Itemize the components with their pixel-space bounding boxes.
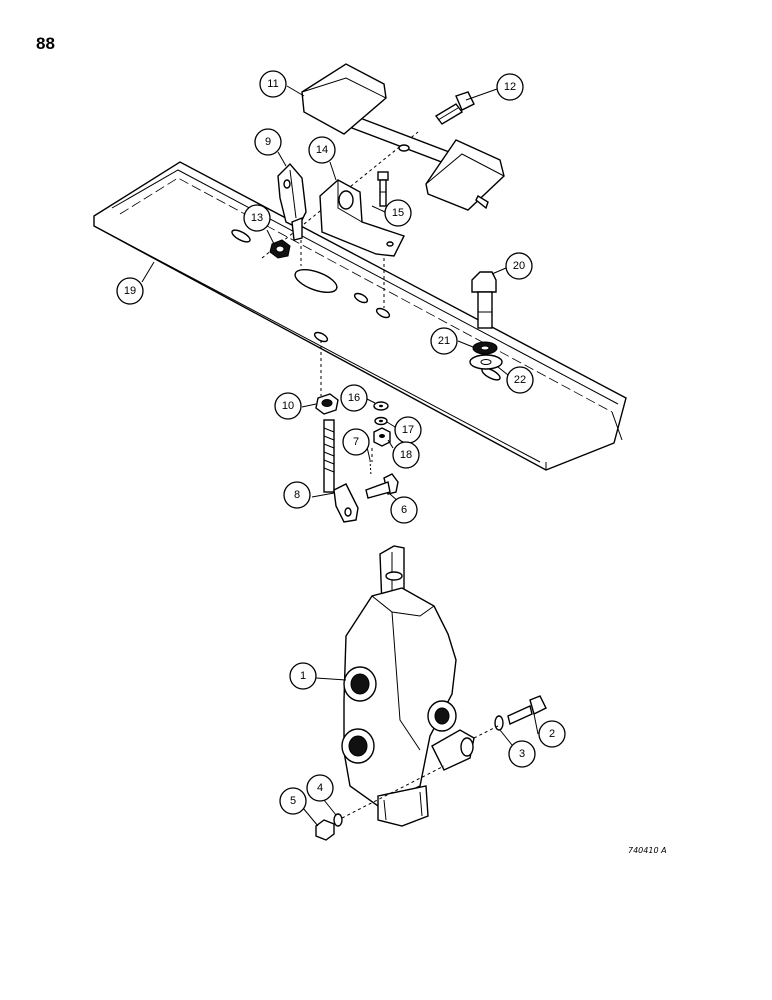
bolt-2	[507, 695, 547, 725]
callout-20: 20	[505, 252, 533, 280]
callout-21: 21	[430, 327, 458, 355]
clevis-9	[277, 162, 307, 241]
page-number: 88	[36, 34, 55, 53]
callout-2: 2	[538, 720, 566, 748]
svg-text:19: 19	[124, 285, 136, 297]
svg-text:21: 21	[438, 335, 450, 347]
callout-22: 22	[506, 366, 534, 394]
nut-5	[315, 819, 335, 841]
callout-12: 12	[496, 73, 524, 101]
svg-text:18: 18	[400, 449, 412, 461]
callout-9: 9	[254, 128, 282, 156]
svg-text:2: 2	[549, 728, 555, 740]
svg-text:1: 1	[300, 670, 306, 682]
svg-text:5: 5	[290, 795, 296, 807]
svg-text:11: 11	[267, 78, 278, 90]
svg-text:22: 22	[514, 374, 526, 386]
callout-11: 11	[259, 70, 287, 98]
callout-1: 1	[289, 662, 317, 690]
bracket-14	[319, 179, 405, 257]
callout-17: 17	[394, 416, 422, 444]
svg-text:15: 15	[392, 207, 404, 219]
callout-14: 14	[308, 136, 336, 164]
washer-21	[472, 341, 498, 355]
svg-text:16: 16	[348, 392, 360, 404]
svg-text:6: 6	[401, 504, 407, 516]
svg-text:7: 7	[353, 436, 359, 448]
nut-10	[315, 393, 339, 415]
svg-text:17: 17	[402, 424, 414, 436]
callout-3: 3	[508, 740, 536, 768]
nut-13	[269, 239, 291, 259]
nut-18	[373, 427, 391, 447]
washer-22	[469, 354, 503, 370]
callout-8: 8	[283, 481, 311, 509]
lockwasher-4	[333, 813, 343, 827]
bolt-20	[471, 271, 497, 329]
callout-6: 6	[390, 496, 418, 524]
callout-7: 7	[342, 428, 370, 456]
svg-text:14: 14	[316, 144, 328, 156]
callout-15: 15	[384, 199, 412, 227]
bolt-12	[434, 91, 475, 125]
floor-plate	[93, 131, 627, 471]
callout-5: 5	[279, 787, 307, 815]
svg-text:13: 13	[251, 212, 263, 224]
svg-text:8: 8	[294, 489, 300, 501]
svg-text:20: 20	[513, 260, 525, 272]
brake-pedals	[301, 63, 505, 211]
callout-10: 10	[274, 392, 302, 420]
callout-4: 4	[306, 774, 334, 802]
svg-text:12: 12	[504, 81, 516, 93]
figure-code: 740410 A	[628, 846, 667, 855]
svg-text:9: 9	[265, 136, 271, 148]
pin-7	[369, 459, 372, 477]
callout-18: 18	[392, 441, 420, 469]
callout-16: 16	[340, 384, 368, 412]
valve-body-1	[341, 545, 475, 827]
bolt-15	[377, 171, 389, 207]
callout-13: 13	[243, 204, 271, 232]
bolt-6	[365, 473, 399, 499]
lockwasher-17	[374, 416, 388, 426]
washer-3	[494, 715, 504, 731]
callout-19: 19	[116, 277, 144, 305]
threaded-rod-8	[323, 419, 359, 523]
svg-text:4: 4	[317, 782, 323, 794]
leader-lines	[141, 85, 539, 827]
svg-text:3: 3	[519, 748, 525, 760]
svg-text:10: 10	[282, 400, 294, 412]
washer-16	[373, 401, 389, 411]
